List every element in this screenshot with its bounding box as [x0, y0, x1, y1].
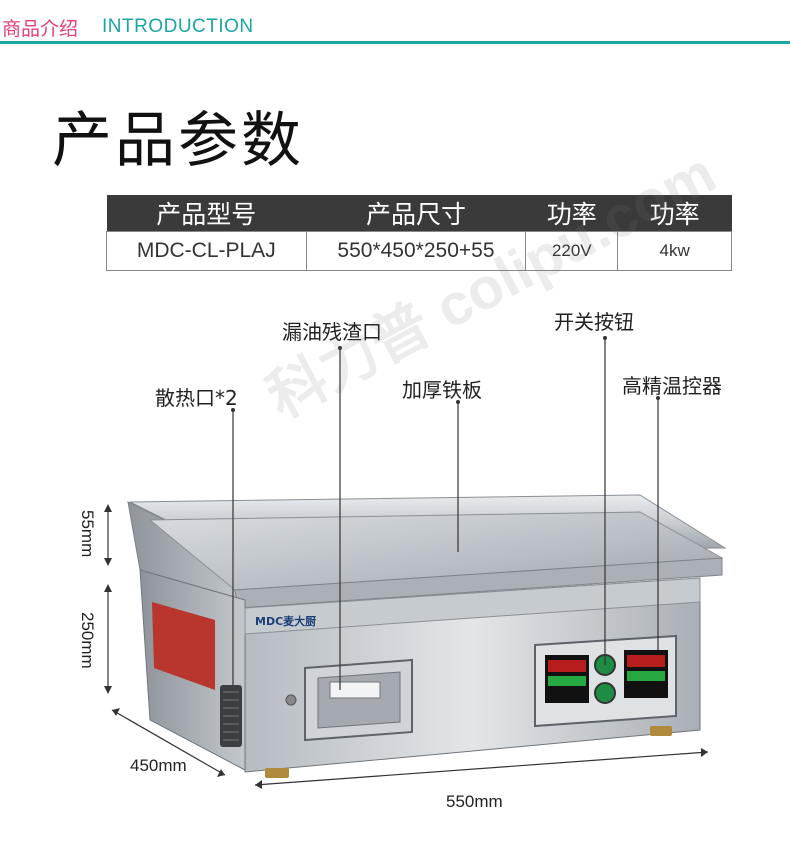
callout-thermostat: 高精温控器 — [622, 374, 722, 398]
front-band — [244, 577, 701, 635]
page-title: 产品参数 — [52, 106, 304, 176]
header-title-en: INTRODUCTION — [102, 16, 254, 37]
callout-switch: 开关按钮 — [554, 310, 634, 334]
callout-vent: 散热口*2 — [155, 386, 238, 410]
callout-oil-drain: 漏油残渣口 — [282, 320, 382, 344]
dim-width: 550mm — [446, 792, 503, 811]
header-title-cn: 商品介绍 — [2, 18, 79, 40]
spec-cell-size: 550*450*250+55 — [305, 231, 527, 271]
spec-cell-power: 4kw — [617, 231, 732, 271]
section-header: 商品介绍 INTRODUCTION — [0, 10, 790, 44]
knob-icon — [285, 694, 297, 706]
table-row: MDC-CL-PLAJ 550*450*250+55 220V 4kw — [106, 231, 732, 271]
spec-header-voltage: 功率 — [525, 195, 618, 232]
spec-cell-model: MDC-CL-PLAJ — [106, 231, 307, 271]
griddle-illustration — [104, 336, 727, 789]
callout-plate: 加厚铁板 — [402, 378, 482, 402]
header-divider — [0, 41, 790, 44]
spec-header-power: 功率 — [617, 195, 732, 232]
spec-header-size: 产品尺寸 — [306, 195, 526, 232]
switch-button-icon-2 — [594, 682, 616, 704]
dim-depth: 450mm — [130, 756, 187, 775]
spec-cell-voltage: 220V — [525, 231, 619, 271]
dim-body-height: 250mm — [78, 612, 97, 669]
product-diagram: 漏油残渣口 开关按钮 散热口*2 加厚铁板 高精温控器 55mm 250mm 4… — [0, 290, 790, 840]
side-label — [152, 602, 215, 690]
spec-header-model: 产品型号 — [106, 195, 307, 232]
brand-logo: MDC麦大厨 — [255, 615, 317, 628]
spec-header-row: 产品型号 产品尺寸 功率 功率 — [106, 195, 732, 232]
spec-table: 产品型号 产品尺寸 功率 功率 MDC-CL-PLAJ 550*450*250+… — [106, 195, 732, 271]
dim-rim-height: 55mm — [78, 510, 97, 558]
drawer-handle-icon — [329, 681, 381, 699]
